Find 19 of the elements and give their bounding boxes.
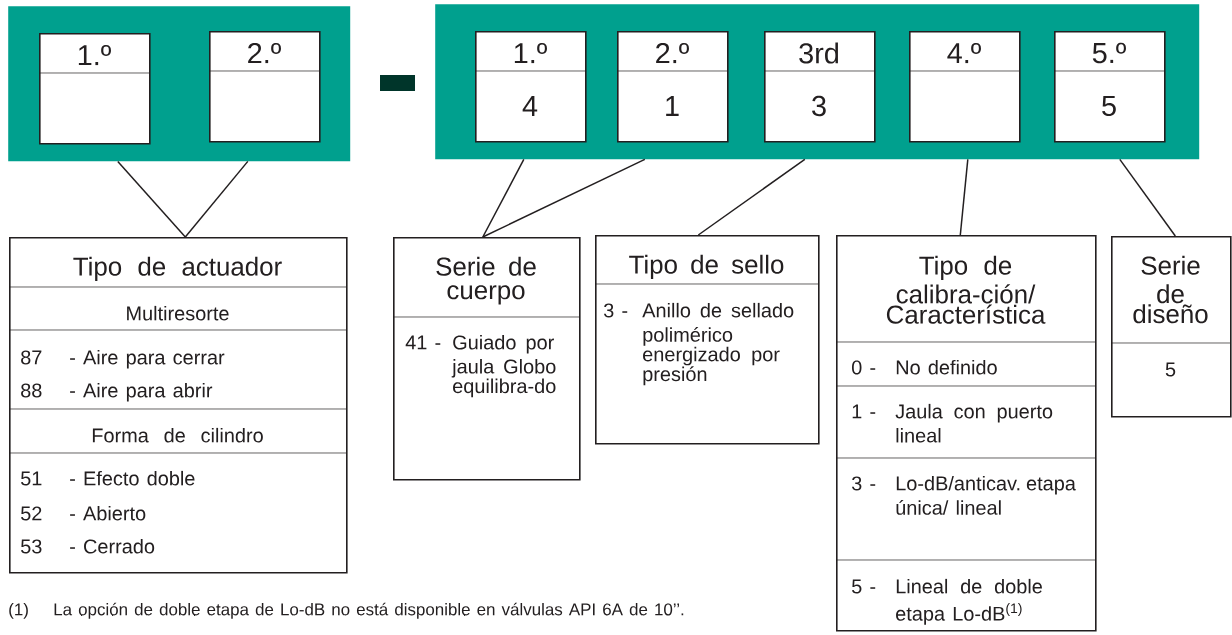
code-digit-box: 1.º (38, 33, 151, 145)
code-digit-box: 1.º 4 (474, 31, 587, 143)
connector-line (959, 158, 969, 236)
code-digit-box: 5.º 5 (1053, 31, 1166, 143)
code-table: Serie de diseño 5 (1110, 236, 1232, 418)
connector-line (482, 158, 646, 238)
footnote-text: La opción de doble etapa de Lo-dB no está disponible en válvulas API 6A de 10’’. (54, 602, 684, 619)
code-digit-box: 2.º (208, 31, 321, 143)
code-digit-box: 2.º 1 (616, 31, 729, 143)
code-table: Tipo de sello 3 - Anillo de sellado polimérico energizado por presión (594, 235, 820, 445)
footnote-marker: (1) (9, 602, 28, 619)
connector-line (697, 158, 806, 236)
code-digit-box: 4.º (908, 31, 1021, 143)
connector-line (1119, 158, 1177, 237)
code-table: Tipo de actuador Multiresorte 87 - Aire para cerrar 88 - Aire para abrir Forma de cilindro 51 - Efecto doble 52 - Abierto 53 - Cerrado (8, 237, 348, 574)
code-table: Serie de cuerpo 41 - Guiado por jaula Globo equilibra-do (392, 237, 581, 481)
code-digit-box: 3rd 3 (763, 31, 876, 143)
connector-line (117, 160, 187, 238)
code-table: Tipo de calibra-ción/ Característica 0 - No definido 1 - Jaula con puerto lineal 3 - Lo-dB/anticav. etapa única/ lineal 5 - Lineal de doble etapa Lo-dB$^{(1)}$ (835, 235, 1097, 632)
